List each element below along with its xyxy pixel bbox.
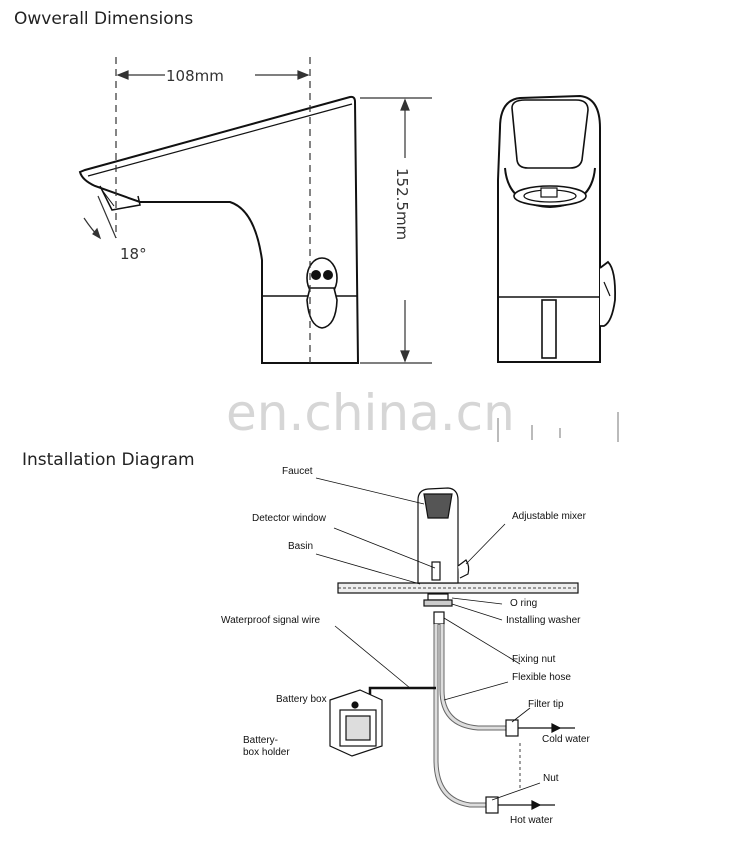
label-detector-window: Detector window: [252, 513, 327, 524]
angle-dimension-label: 18°: [120, 245, 147, 263]
label-fixing-nut: Fixing nut: [512, 654, 556, 665]
watermark: en.china.cn: [226, 384, 515, 442]
label-battery-box-holder-line1: Battery-: [243, 735, 278, 746]
label-faucet: Faucet: [282, 466, 313, 477]
faucet-side-view: [78, 95, 360, 364]
label-adjustable-mixer: Adjustable mixer: [512, 511, 587, 522]
height-dimension-label: 152.5mm: [393, 168, 411, 240]
installation-section-title: Installation Diagram: [22, 450, 195, 470]
label-filter-tip: Filter tip: [528, 699, 564, 710]
leader-lines: [315, 477, 541, 801]
dimensions-section-title: Owverall Dimensions: [14, 9, 194, 29]
width-dimension-label: 108mm: [166, 67, 224, 85]
watermark-fragments: [497, 412, 619, 442]
label-battery-box: Battery box: [276, 694, 327, 705]
label-installing-washer: Installing washer: [506, 615, 581, 626]
label-flexible-hose: Flexible hose: [512, 672, 571, 683]
label-waterproof-signal-wire: Waterproof signal wire: [221, 615, 321, 626]
installation-drawing: [329, 487, 579, 814]
label-cold-water: Cold water: [542, 734, 590, 745]
dimension-lines: [83, 57, 432, 364]
label-o-ring: O ring: [510, 598, 537, 609]
label-hot-water: Hot water: [510, 815, 553, 826]
faucet-front-view: [497, 94, 617, 363]
label-basin: Basin: [288, 541, 313, 552]
label-nut: Nut: [543, 773, 559, 784]
label-battery-box-holder-line2: box holder: [243, 747, 290, 758]
